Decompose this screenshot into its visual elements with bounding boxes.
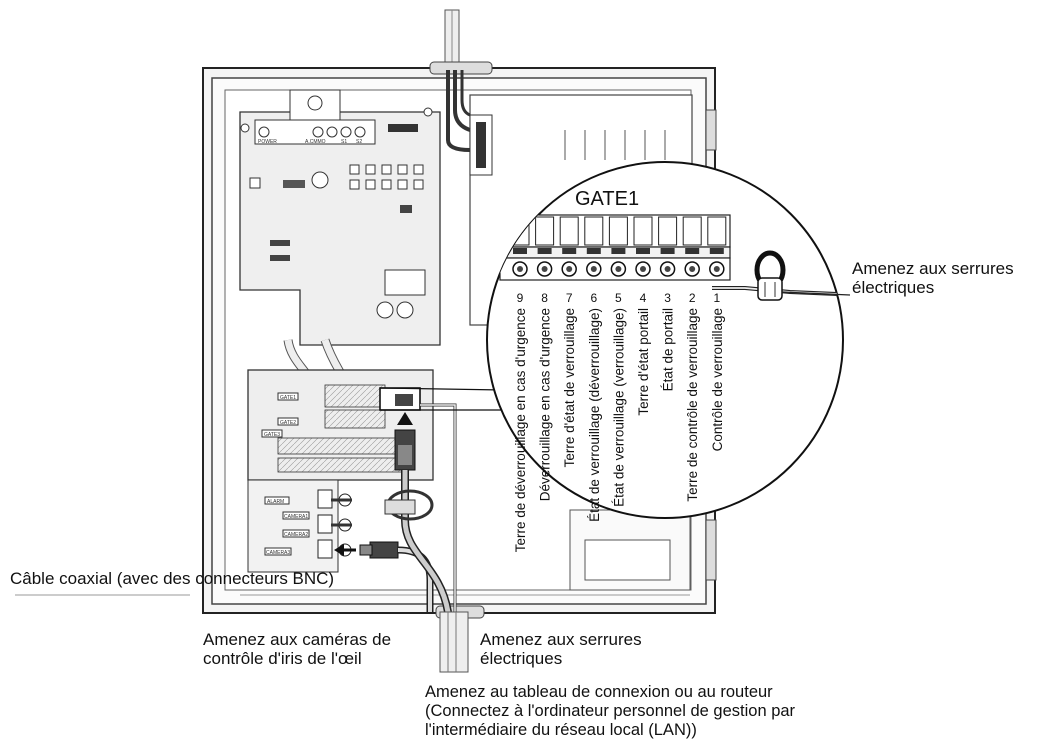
lock-wires-internal bbox=[420, 403, 457, 612]
terminal-6 bbox=[584, 216, 604, 277]
terminal-number: 5 bbox=[615, 291, 622, 305]
top-cables bbox=[444, 9, 460, 69]
connector-tag: ALARM bbox=[267, 499, 284, 505]
terminal-slot bbox=[636, 248, 650, 254]
led-marking: S1 bbox=[341, 139, 347, 145]
terminal-pin bbox=[615, 266, 622, 272]
gate-tag: GATE3 bbox=[264, 432, 280, 438]
callout-line: (Connectez à l'ordinateur personnel de g… bbox=[425, 702, 796, 720]
terminal-number: 2 bbox=[689, 291, 696, 305]
terminal-number: 4 bbox=[640, 291, 647, 305]
led-marking: A.CMMO bbox=[305, 139, 326, 145]
callout-line: contrôle d'iris de l'œil bbox=[203, 649, 362, 668]
main-board: POWER A.CMMO S1 S2 bbox=[239, 89, 441, 346]
terminal-1 bbox=[707, 216, 727, 277]
terminal-number: 8 bbox=[541, 291, 548, 305]
locks-bottom-label: Amenez aux serrures électriques bbox=[480, 630, 642, 668]
terminal-slot bbox=[537, 248, 552, 254]
coaxial-cable bbox=[334, 541, 434, 612]
terminal-number: 1 bbox=[713, 291, 720, 305]
terminal-label: Terre de contrôle de verrouillage bbox=[685, 308, 700, 502]
callout-line: Amenez aux serrures bbox=[852, 259, 1014, 278]
camera-connectors: ALARM CAMERA1 CAMERA2 CAMERA3 bbox=[247, 479, 352, 573]
network-label: Amenez au tableau de connexion ou au rou… bbox=[425, 683, 795, 740]
terminal-label: Contrôle de verrouillage bbox=[710, 308, 725, 451]
terminal-label: Terre d'état de verrouillage bbox=[562, 308, 577, 467]
terminal-pin bbox=[566, 266, 573, 272]
terminal-pin bbox=[713, 266, 720, 272]
terminal-slot bbox=[611, 248, 626, 254]
lower-module bbox=[569, 509, 691, 591]
terminal-lever bbox=[707, 216, 727, 246]
terminal-lever bbox=[633, 216, 653, 246]
terminal-lever bbox=[658, 216, 678, 246]
callout-line: électriques bbox=[480, 649, 563, 668]
terminal-slot bbox=[709, 248, 724, 254]
terminal-label: État de verrouillage (déverrouillage) bbox=[587, 308, 602, 522]
leader-line bbox=[379, 387, 504, 391]
connector-tag: CAMERA3 bbox=[266, 550, 290, 556]
terminal-lever bbox=[559, 216, 579, 246]
terminal-number: 7 bbox=[566, 291, 573, 305]
ferrite-core bbox=[754, 250, 786, 301]
callout-line: Amenez aux caméras de bbox=[203, 630, 392, 649]
terminal-label: Terre d'état portail bbox=[636, 308, 651, 416]
terminal-pin bbox=[689, 266, 696, 272]
locks-right-label: Amenez aux serrures électriques bbox=[852, 259, 1014, 297]
terminal-lever bbox=[682, 216, 702, 246]
terminal-lever bbox=[608, 216, 628, 246]
coaxial-label: Câble coaxial (avec des connecteurs BNC) bbox=[10, 569, 335, 588]
callout-line: électriques bbox=[852, 278, 935, 297]
terminal-lever bbox=[535, 216, 555, 246]
terminal-pin bbox=[541, 266, 548, 272]
power-marking: POWER bbox=[258, 139, 277, 145]
led-marking: S2 bbox=[356, 139, 362, 145]
terminal-slot bbox=[586, 248, 601, 254]
terminal-label: Déverrouillage en cas d'urgence bbox=[538, 308, 553, 501]
gate-tag: GATE1 bbox=[280, 395, 296, 401]
terminal-pin bbox=[517, 266, 523, 272]
callout-line: Amenez au tableau de connexion ou au rou… bbox=[425, 683, 773, 701]
terminal-number: 3 bbox=[664, 291, 671, 305]
terminal-slot bbox=[660, 248, 675, 254]
terminal-5 bbox=[608, 216, 628, 277]
gate-title: GATE1 bbox=[575, 188, 640, 210]
terminal-lever bbox=[584, 216, 604, 246]
terminal-7 bbox=[559, 216, 579, 277]
gate-tag: GATE2 bbox=[280, 420, 296, 426]
terminal-2 bbox=[682, 216, 702, 277]
bottom-cables bbox=[439, 611, 469, 673]
terminal-pin bbox=[664, 266, 671, 272]
terminal-pin bbox=[640, 266, 646, 272]
callout-line: Amenez aux serrures bbox=[480, 630, 642, 649]
lan-cable bbox=[384, 412, 452, 613]
connector-tag: CAMERA2 bbox=[284, 532, 308, 538]
terminal-board: GATE1 GATE2 GATE3 bbox=[247, 369, 434, 481]
terminal-slot bbox=[685, 248, 700, 254]
internal-cables bbox=[446, 70, 471, 152]
terminal-cells bbox=[510, 216, 727, 277]
terminal-3 bbox=[658, 216, 678, 277]
iris-cameras-label: Amenez aux caméras de contrôle d'iris de… bbox=[203, 630, 391, 668]
connector-tag: CAMERA1 bbox=[284, 514, 308, 520]
terminal-slot bbox=[562, 248, 577, 254]
terminal-label: État de verrouillage (verrouillage) bbox=[611, 308, 626, 507]
terminal-label: Terre de déverrouillage en cas d'urgence bbox=[513, 308, 528, 552]
callout-line: l'intermédiaire du réseau local (LAN)) bbox=[425, 721, 697, 739]
terminal-8 bbox=[535, 216, 555, 277]
terminal-pin bbox=[590, 266, 597, 272]
terminal-number: 6 bbox=[590, 291, 597, 305]
terminal-4 bbox=[633, 216, 653, 277]
terminal-number: 9 bbox=[517, 291, 524, 305]
terminal-label: État de portail bbox=[661, 308, 676, 391]
terminal-slot bbox=[513, 248, 527, 254]
